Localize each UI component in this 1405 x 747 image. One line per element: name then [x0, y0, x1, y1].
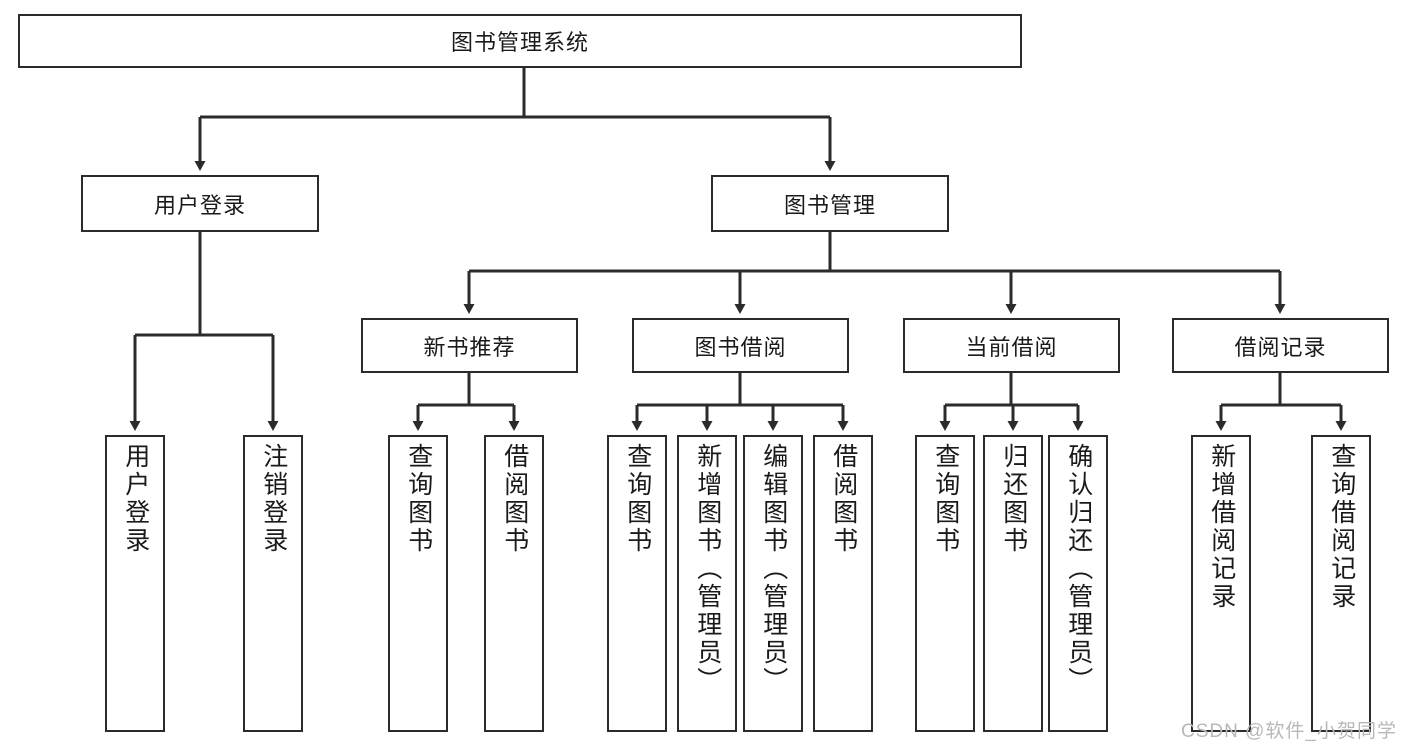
node-root-label: 图书管理系统	[450, 30, 589, 55]
node-leaf[interactable]: 确认归还（管理员）	[1048, 435, 1108, 732]
node-leaf-label: 新增图书（管理员）	[693, 443, 722, 695]
node-leaf-label: 归还图书	[999, 443, 1028, 555]
node-leaf-label: 查询图书	[623, 443, 652, 555]
node-leaf-label: 编辑图书（管理员）	[759, 443, 788, 695]
node-book-borrow[interactable]: 图书借阅	[632, 318, 849, 373]
node-leaf[interactable]: 查询图书	[388, 435, 448, 732]
node-leaf[interactable]: 归还图书	[983, 435, 1043, 732]
node-new-book-recommend-label: 新书推荐	[423, 334, 516, 360]
node-leaf-label: 借阅图书	[829, 443, 858, 555]
node-book-management-label: 图书管理	[783, 192, 876, 218]
node-leaf-label: 查询图书	[931, 443, 960, 555]
node-root[interactable]: 图书管理系统	[18, 14, 1022, 68]
node-leaf-label: 查询借阅记录	[1327, 443, 1356, 611]
node-user-login[interactable]: 用户登录	[81, 175, 319, 232]
node-user-login-label: 用户登录	[153, 192, 246, 218]
node-leaf-label: 确认归还（管理员）	[1064, 443, 1093, 695]
node-leaf-label: 用户登录	[121, 443, 150, 555]
node-leaf[interactable]: 查询图书	[915, 435, 975, 732]
node-leaf-label: 借阅图书	[500, 443, 529, 555]
node-leaf[interactable]: 用户登录	[105, 435, 165, 732]
node-leaf[interactable]: 新增借阅记录	[1191, 435, 1251, 732]
node-borrow-record-label: 借阅记录	[1234, 334, 1327, 360]
node-current-borrow-label: 当前借阅	[965, 334, 1058, 360]
node-leaf[interactable]: 借阅图书	[813, 435, 873, 732]
node-book-borrow-label: 图书借阅	[694, 334, 787, 360]
node-new-book-recommend[interactable]: 新书推荐	[361, 318, 578, 373]
node-leaf[interactable]: 查询图书	[607, 435, 667, 732]
node-leaf-label: 新增借阅记录	[1207, 443, 1236, 611]
node-leaf[interactable]: 新增图书（管理员）	[677, 435, 737, 732]
node-leaf[interactable]: 编辑图书（管理员）	[743, 435, 803, 732]
node-leaf[interactable]: 借阅图书	[484, 435, 544, 732]
node-leaf-label: 查询图书	[404, 443, 433, 555]
node-leaf-label: 注销登录	[259, 443, 288, 555]
node-leaf[interactable]: 查询借阅记录	[1311, 435, 1371, 732]
node-leaf[interactable]: 注销登录	[243, 435, 303, 732]
node-book-management[interactable]: 图书管理	[711, 175, 949, 232]
node-current-borrow[interactable]: 当前借阅	[903, 318, 1120, 373]
node-borrow-record[interactable]: 借阅记录	[1172, 318, 1389, 373]
